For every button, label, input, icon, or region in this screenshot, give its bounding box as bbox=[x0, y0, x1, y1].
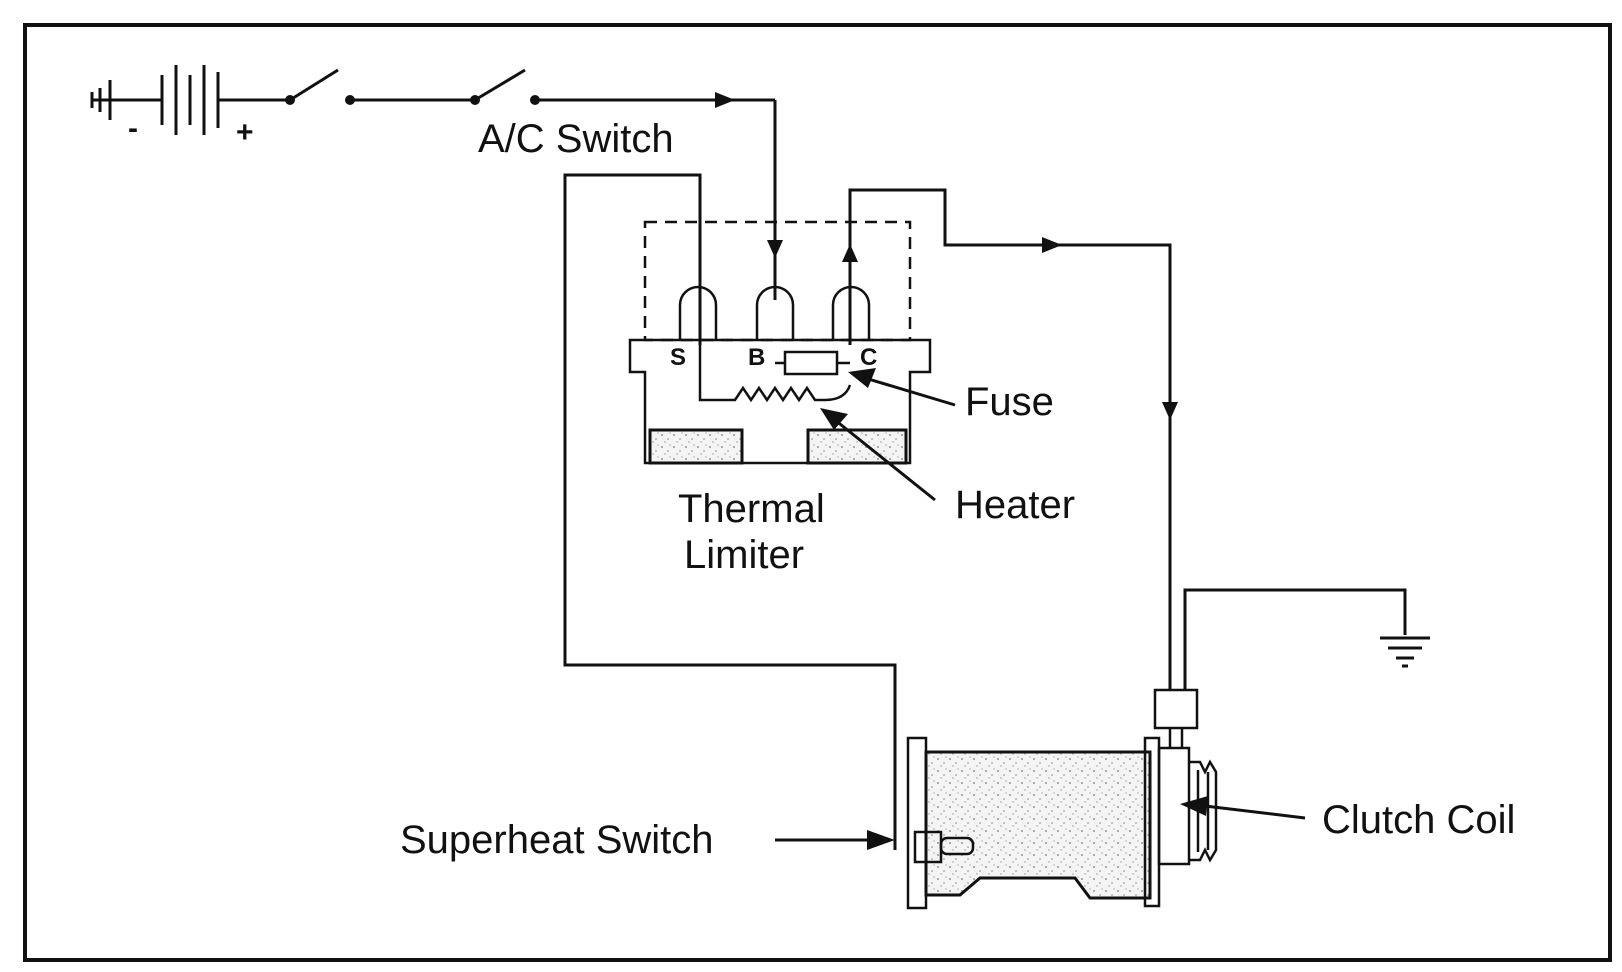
clutch-coil-callout-arrow bbox=[1180, 796, 1306, 820]
battery-positive-sign: + bbox=[236, 116, 254, 149]
terminal-b-label: B bbox=[748, 344, 765, 371]
superheat-switch-symbol bbox=[913, 830, 975, 864]
wire-terminal-s-to-superheat-switch bbox=[563, 173, 897, 850]
ac-switch-label: A/C Switch bbox=[478, 117, 674, 161]
thermal-limiter-label-line1: Thermal bbox=[678, 487, 825, 531]
diagram-frame bbox=[23, 23, 1612, 962]
ground-wire bbox=[1183, 588, 1407, 690]
terminal-s-label: S bbox=[670, 344, 686, 371]
heater-label: Heater bbox=[955, 483, 1075, 527]
clutch-coil-label: Clutch Coil bbox=[1322, 798, 1515, 842]
ground-icon bbox=[1380, 636, 1430, 668]
terminal-c-label: C bbox=[860, 344, 877, 371]
thermal-limiter-housing bbox=[628, 220, 932, 465]
fuse-callout-arrow bbox=[848, 368, 956, 407]
ac-switch-symbol bbox=[470, 68, 775, 108]
superheat-switch-callout-arrow bbox=[775, 830, 895, 850]
thermal-limiter-label-line2: Limiter bbox=[684, 533, 804, 577]
clutch-connector bbox=[1153, 688, 1199, 748]
compressor-body bbox=[906, 736, 1161, 910]
wire-terminal-c-to-clutch-coil bbox=[842, 188, 1178, 690]
battery-negative-sign: - bbox=[128, 112, 138, 145]
ignition-switch-symbol bbox=[285, 68, 475, 105]
fuse-symbol bbox=[775, 350, 850, 376]
fuse-label: Fuse bbox=[965, 380, 1054, 424]
wire-to-terminal-b bbox=[767, 100, 783, 300]
heater-resistor-symbol bbox=[698, 345, 852, 403]
heater-callout-arrow bbox=[820, 408, 936, 502]
battery-symbol bbox=[90, 65, 290, 135]
superheat-switch-label: Superheat Switch bbox=[400, 818, 714, 862]
